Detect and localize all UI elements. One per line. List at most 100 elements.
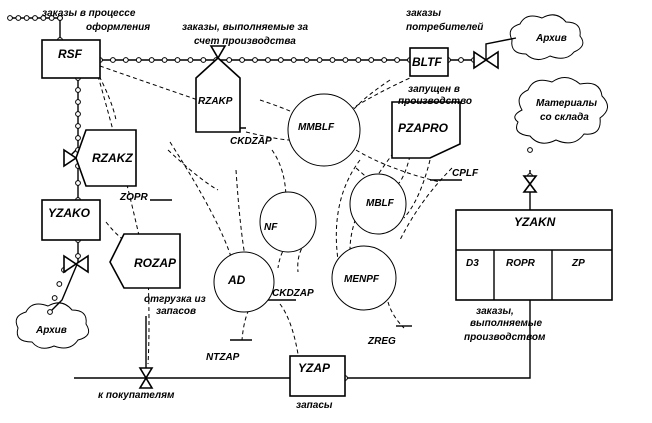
svg-text:ROZAP: ROZAP: [134, 256, 177, 270]
flow-dot: [75, 87, 81, 93]
svg-text:YZAKN: YZAKN: [514, 215, 556, 229]
node-mmblf: MMBLF: [287, 93, 361, 167]
orders-processing-label-2: оформления: [86, 21, 150, 33]
flow-dot: [290, 57, 297, 63]
flow-dot: [200, 57, 207, 63]
node-bltf: BLTF: [409, 47, 449, 77]
materials-label-2: со склада: [540, 112, 589, 123]
svg-text:AD: AD: [227, 273, 246, 287]
svg-text:BLTF: BLTF: [412, 55, 442, 69]
launched-label-1: запущен в: [408, 84, 460, 95]
ntzap-label: NTZAP: [206, 352, 240, 363]
valve-bltf: [473, 50, 499, 70]
flow-dot: [135, 57, 142, 63]
flow-dot: [48, 15, 55, 21]
flow-dot: [265, 57, 271, 63]
flow-dot: [75, 253, 81, 259]
cplf-label: CPLF: [452, 168, 479, 179]
node-rzakp: RZAKP: [195, 56, 241, 133]
svg-text:MBLF: MBLF: [366, 198, 395, 209]
flow-dot: [342, 57, 349, 63]
flow-dot: [527, 147, 533, 153]
flow-dot: [303, 57, 310, 63]
flow-dot: [122, 57, 129, 63]
flow-dot: [187, 57, 194, 63]
svg-text:ROPR: ROPR: [506, 258, 536, 269]
flow-dot: [316, 57, 323, 63]
flow-dot: [368, 57, 375, 63]
flow-dot: [56, 281, 63, 287]
yzakn-caption-1: заказы,: [476, 306, 514, 317]
flow-dot: [277, 57, 284, 63]
stock-label: запасы: [296, 400, 333, 411]
flow-dot: [57, 15, 63, 21]
svg-text:RZAKP: RZAKP: [198, 96, 233, 107]
archive-top-label: Архив: [535, 33, 567, 44]
node-yzap: YZAP: [289, 355, 346, 397]
valve-rzakp: [209, 45, 227, 60]
flow-dot: [355, 57, 362, 63]
node-rozap: ROZAP: [109, 233, 181, 289]
valve-buyers: [138, 367, 154, 389]
materials-label-1: Материалы: [536, 98, 597, 109]
consumer-orders-label-1: заказы: [406, 8, 442, 19]
orders-production-label-2: счет производства: [194, 36, 296, 47]
flow-dot: [161, 57, 168, 63]
flow-dot: [40, 15, 47, 21]
flow-dot: [458, 57, 464, 63]
zreg-label: ZREG: [367, 336, 396, 347]
flow-dot: [239, 57, 245, 63]
flow-dot: [226, 57, 233, 63]
node-rzakz: RZAKZ: [75, 129, 137, 187]
svg-text:D3: D3: [466, 258, 479, 269]
flow-dot: [110, 57, 116, 63]
node-yzako: YZAKO: [41, 199, 101, 241]
node-menpf: MENPF: [331, 245, 397, 311]
launched-label-2: производство: [398, 96, 472, 107]
flow-dot: [75, 180, 81, 186]
svg-text:YZAP: YZAP: [298, 361, 331, 375]
flow-dot: [329, 57, 336, 63]
flow-dot: [394, 57, 400, 63]
ckdzap-bottom-label: CKDZAP: [272, 288, 314, 299]
flow-dot: [51, 295, 58, 301]
node-rsf: RSF: [41, 39, 101, 79]
flow-dot: [47, 309, 53, 315]
archive-cloud-top: Архив: [509, 14, 584, 60]
ckdzap-top-label: CKDZAP: [230, 136, 272, 147]
to-buyers-label: к покупателям: [98, 390, 175, 401]
yzakn-caption-2: выполняемые: [470, 318, 542, 329]
consumer-orders-label-2: потребителей: [406, 21, 483, 33]
flow-dot: [75, 99, 81, 105]
yzakn-caption-3: производством: [464, 332, 546, 343]
svg-text:PZAPRO: PZAPRO: [398, 121, 449, 135]
valve-yzako: [63, 254, 89, 274]
flow-dot: [75, 111, 81, 117]
svg-text:MMBLF: MMBLF: [298, 122, 335, 133]
materials-cloud: Материалы со склада: [514, 77, 608, 144]
svg-text:RSF: RSF: [58, 47, 83, 61]
zopr-label: ZOPR: [119, 192, 149, 203]
node-yzakn: YZAKN D3 ROPR ZP: [455, 209, 613, 301]
orders-processing-label-1: заказы в процессе: [42, 8, 136, 19]
flow-dot: [381, 57, 388, 63]
svg-text:YZAKO: YZAKO: [48, 206, 91, 220]
svg-text:ZP: ZP: [571, 258, 585, 269]
node-ad: AD: [213, 251, 275, 313]
archive-cloud-bottom: Архив: [15, 302, 90, 349]
flow-dot: [174, 57, 181, 63]
flow-dot: [75, 123, 81, 129]
svg-text:RZAKZ: RZAKZ: [92, 151, 133, 165]
flow-dot: [252, 57, 258, 63]
archive-bottom-label: Архив: [35, 325, 67, 336]
svg-text:NF: NF: [264, 222, 278, 233]
node-nf: NF: [259, 191, 317, 253]
flow-dot: [7, 15, 13, 21]
valve-materials: [522, 175, 538, 193]
flow-dot: [15, 15, 22, 21]
orders-production-label-1: заказы, выполняемые за: [182, 22, 309, 33]
flow-dot: [23, 15, 30, 21]
shipment-label-2: запасов: [156, 306, 196, 317]
svg-text:MENPF: MENPF: [344, 274, 380, 285]
